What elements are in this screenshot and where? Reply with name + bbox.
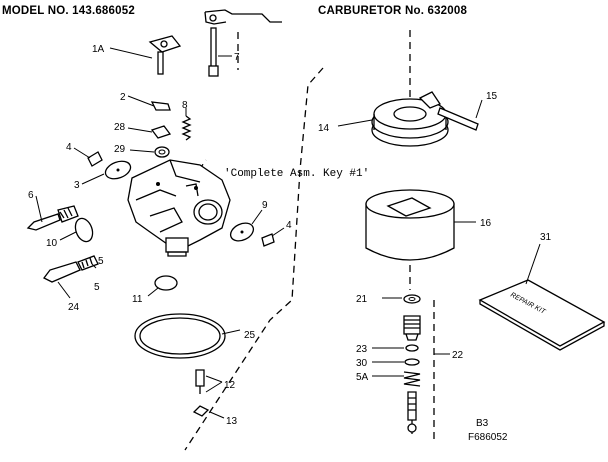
part-28-dust-seal (150, 125, 172, 139)
carburetor-body (127, 159, 231, 257)
callout-28: 28 (114, 122, 126, 133)
part-4-screw-right (261, 233, 275, 247)
part-3-choke-plate (104, 160, 132, 180)
part-16-float-bowl (365, 189, 455, 261)
callout-12: 12 (224, 380, 236, 391)
part-7-throttle-lever (204, 9, 282, 77)
part-1a-choke-lever (148, 35, 182, 75)
leader-lines (35, 47, 541, 419)
callout-9: 9 (262, 200, 268, 211)
callout-5-mid: 5 (98, 256, 104, 267)
callout-25: 25 (244, 330, 256, 341)
diagram-code: B3 (476, 418, 489, 429)
callout-21: 21 (356, 294, 368, 305)
callout-10: 10 (46, 238, 58, 249)
part-5a-mixture-spring (403, 371, 421, 387)
callout-6: 6 (28, 190, 34, 201)
part-15-pin (437, 107, 479, 131)
part-25-bowl-gasket (134, 313, 226, 359)
callout-4-left: 4 (66, 142, 72, 153)
callout-2: 2 (120, 92, 126, 103)
part-31-repair-kit: REPAIR KIT (478, 279, 606, 351)
part-14-primer-bulb (371, 91, 449, 147)
part-6-idle-speed-screw (26, 205, 79, 231)
callout-29: 29 (114, 144, 126, 155)
callout-24: 24 (68, 302, 80, 313)
complete-assembly-note: 'Complete Asm. Key #1' (224, 168, 369, 180)
part-2-clip (150, 101, 171, 111)
model-number-title: MODEL NO. 143.686052 (2, 5, 135, 17)
callout-5-lower: 5 (94, 282, 100, 293)
callout-23: 23 (356, 344, 368, 355)
callout-11: 11 (132, 294, 143, 305)
callout-1a: 1A (92, 44, 105, 55)
callout-14: 14 (318, 123, 330, 134)
part-13-needle-clip (192, 405, 210, 417)
part-29-washer (154, 146, 170, 158)
part-21-washer (403, 294, 421, 304)
part-9-throttle-plate (229, 222, 255, 242)
callout-22: 22 (452, 350, 464, 361)
part-22-main-adjust-needle (407, 391, 417, 434)
carburetor-number-title: CARBURETOR No. 632008 (318, 5, 467, 17)
callout-30: 30 (356, 358, 368, 369)
part-12-inlet-needle (195, 369, 205, 394)
callout-31: 31 (540, 232, 552, 243)
callout-15: 15 (486, 91, 498, 102)
callout-8: 8 (182, 100, 188, 111)
part-23-seal (405, 344, 419, 352)
part-10-o-ring (74, 217, 94, 243)
callout-7: 7 (234, 52, 240, 63)
callout-16: 16 (480, 218, 492, 229)
part-23-bowl-nut (403, 315, 421, 341)
callout-4-right: 4 (286, 220, 292, 231)
part-8-spring (181, 115, 192, 141)
part-4-screw-left (87, 151, 103, 167)
callout-13: 13 (226, 416, 238, 427)
part-30-spring (404, 358, 420, 366)
part-11-welch-plug (154, 275, 178, 291)
callout-5a: 5A (356, 372, 369, 383)
callout-3: 3 (74, 180, 80, 191)
part-24-mixture-screw (43, 255, 99, 283)
diagram-part-number: F686052 (468, 432, 508, 443)
